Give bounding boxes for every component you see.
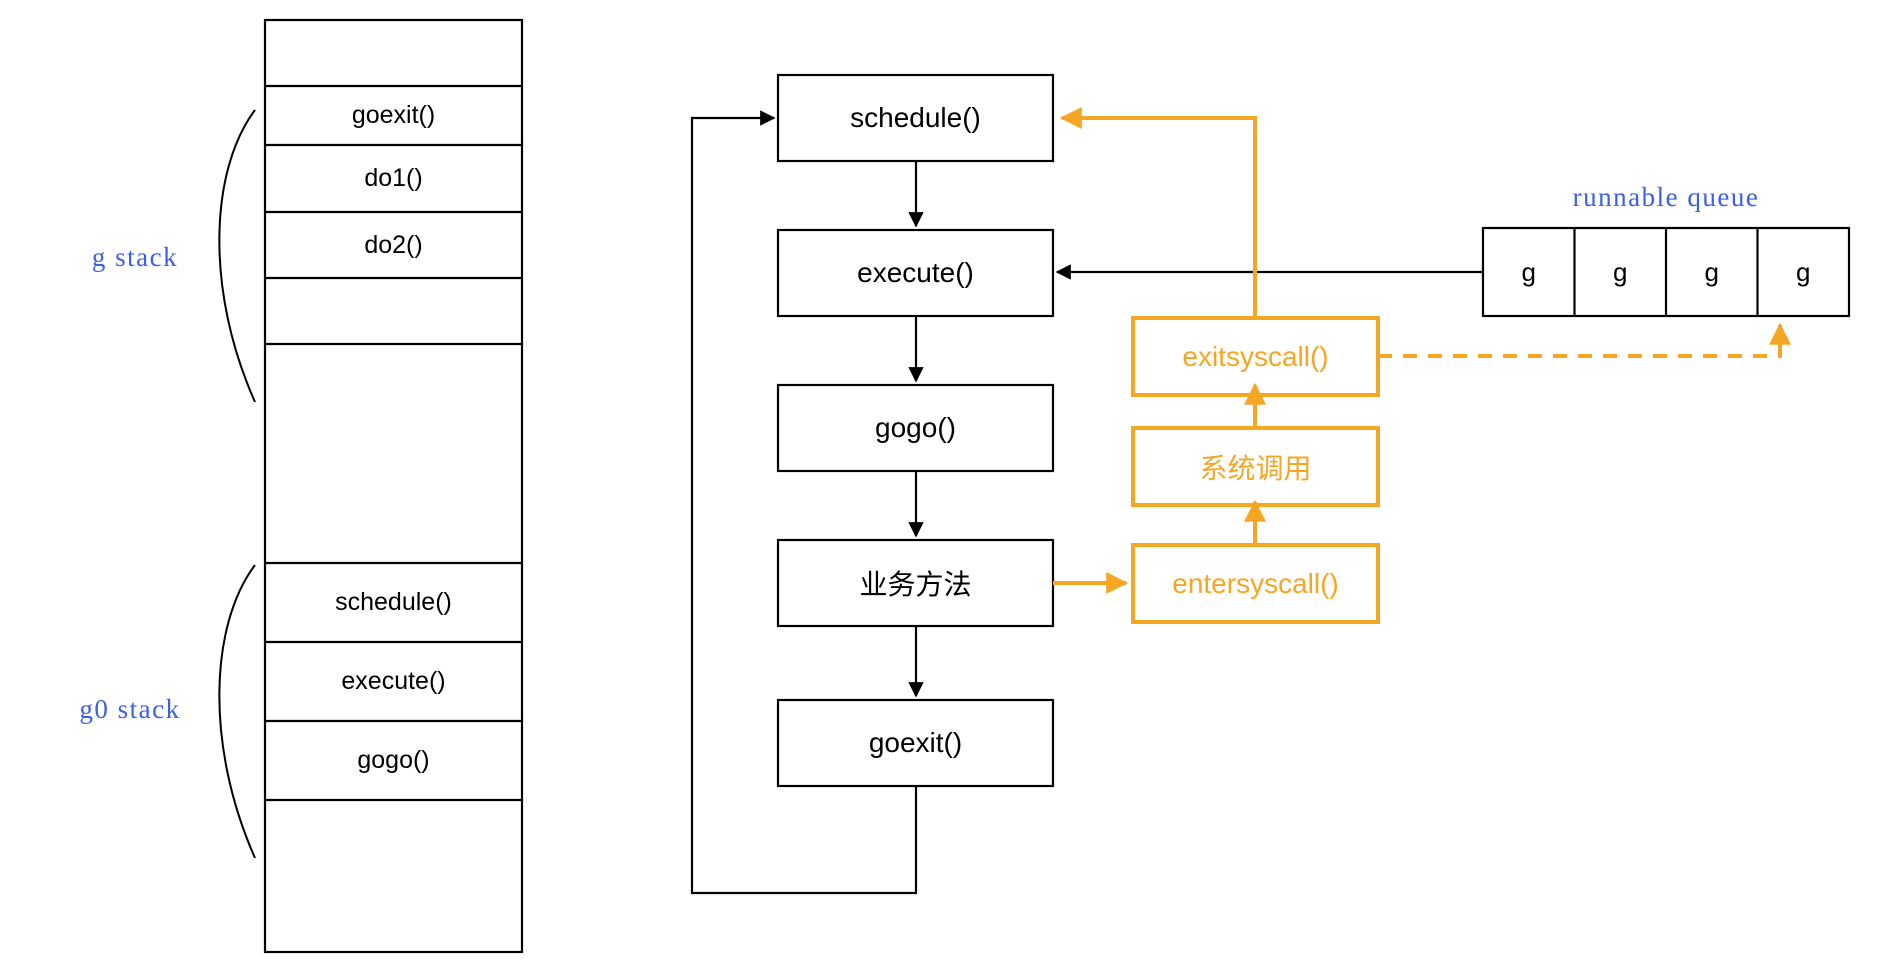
g0-stack-label: g0 stack [79, 693, 181, 724]
flow-label-syscall[interactable]: 系统调用 [1199, 451, 1312, 485]
flow-label-entersyscall[interactable]: entersyscall() [1172, 567, 1339, 599]
stack-cell-execute: execute() [341, 667, 446, 695]
queue-cell-1[interactable]: g [1613, 256, 1628, 287]
queue-cell-2[interactable]: g [1704, 256, 1719, 287]
runnable-queue-title: runnable queue [1572, 181, 1760, 212]
queue-cell-0[interactable]: g [1521, 256, 1536, 287]
g-stack-label: g stack [91, 241, 179, 272]
exitsyscall-to-queue-dashed-arrow [1378, 322, 1791, 358]
stack-cell-do1: do1() [364, 164, 423, 192]
flow-label-business[interactable]: 业务方法 [859, 568, 972, 601]
queue-cell-3[interactable]: g [1796, 256, 1811, 287]
flow-label-execute[interactable]: execute() [857, 257, 974, 288]
flow-label-gogo[interactable]: gogo() [875, 412, 956, 443]
stack-cell-do2: do2() [364, 230, 423, 259]
flow-label-exitsyscall[interactable]: exitsyscall() [1182, 340, 1329, 372]
stack-cell-gogo: gogo() [357, 746, 430, 774]
stack-cell-goexit: goexit() [351, 101, 436, 129]
flow-label-goexit[interactable]: goexit() [868, 727, 963, 758]
flow-label-schedule[interactable]: schedule() [850, 102, 981, 133]
stack-cell-schedule: schedule() [335, 588, 452, 616]
